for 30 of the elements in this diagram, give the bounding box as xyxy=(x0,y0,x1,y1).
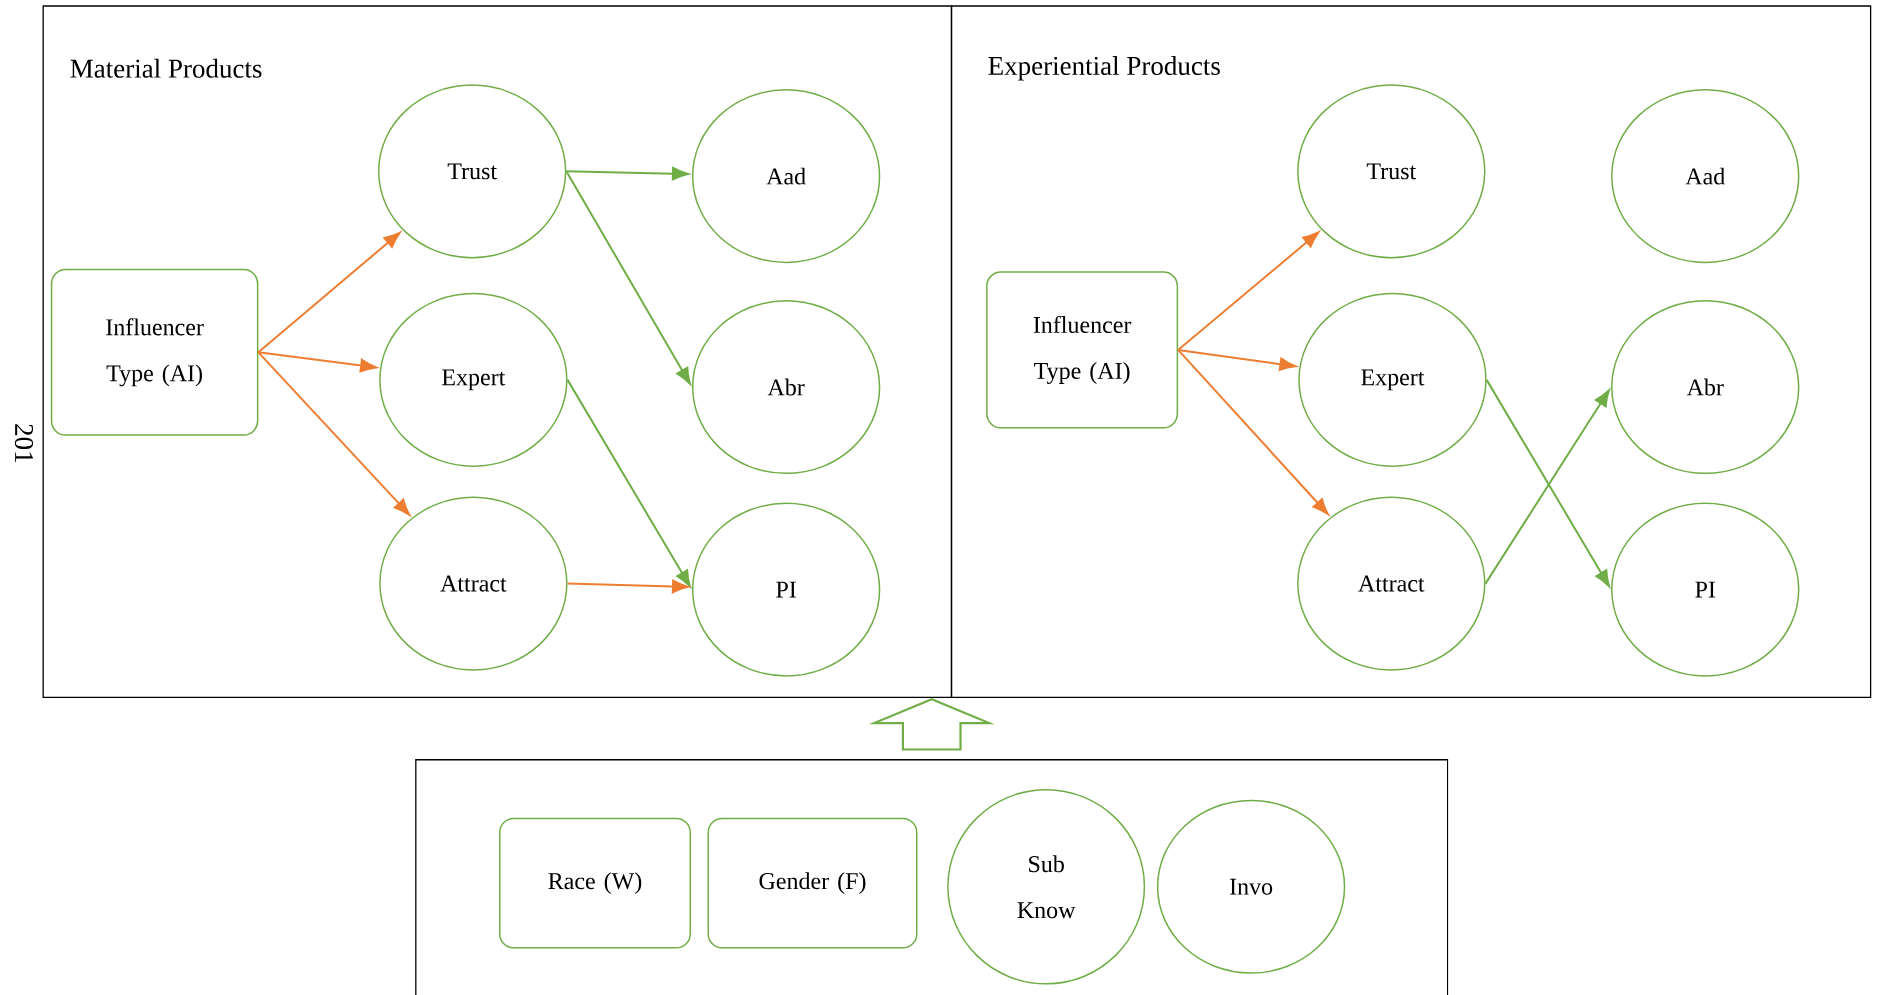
arrow xyxy=(566,579,689,594)
ellipse-node: Aad xyxy=(691,89,881,264)
ellipse-node: Abr xyxy=(1611,300,1800,475)
ellipse-node: Trust xyxy=(377,84,567,259)
arrow xyxy=(257,351,411,516)
arrow xyxy=(1177,348,1297,371)
ellipse-node: Trust xyxy=(1297,84,1486,259)
arrow xyxy=(566,378,691,588)
rounded-box: Influencer Type (AI) xyxy=(986,271,1179,429)
rounded-box: Race (W) xyxy=(499,817,691,949)
arrow xyxy=(1177,348,1329,515)
rounded-box: Influencer Type (AI) xyxy=(50,268,259,436)
ellipse-node: Attract xyxy=(379,496,568,671)
arrow xyxy=(565,170,691,385)
arrow xyxy=(257,351,377,373)
ellipse-node: PI xyxy=(1611,502,1800,677)
rounded-box: Gender (F) xyxy=(707,817,918,949)
ellipse-node: Aad xyxy=(1611,89,1800,264)
page-number: 201 xyxy=(14,424,34,462)
ellipse-node: Invo xyxy=(1156,799,1346,974)
ellipse-node: Attract xyxy=(1297,496,1486,671)
ellipse-node: Expert xyxy=(379,292,568,467)
ellipse-node: Expert xyxy=(1298,292,1487,467)
arrow xyxy=(257,231,401,354)
arrow xyxy=(1177,231,1320,351)
ellipse-node: PI xyxy=(691,502,881,677)
arrow xyxy=(565,166,689,181)
ellipse-node: Sub Know xyxy=(947,789,1146,985)
arrow xyxy=(868,698,995,751)
ellipse-node: Abr xyxy=(691,300,881,475)
